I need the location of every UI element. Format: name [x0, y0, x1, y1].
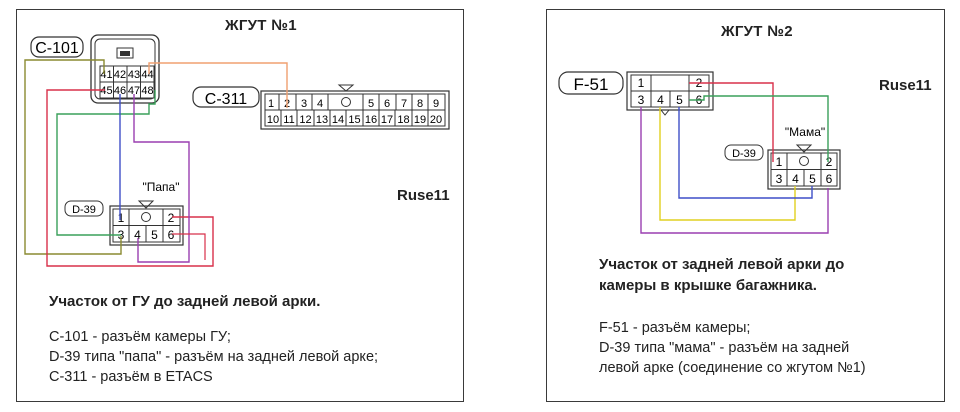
c101-pin-45: 45	[100, 85, 112, 97]
d39-mama-pin-1: 1	[776, 155, 783, 169]
harness-2-title: ЖГУТ №2	[721, 23, 793, 40]
harness-1-description: C-101 - разъём камеры ГУ; D-39 типа "пап…	[49, 327, 378, 387]
c311-pin-20: 20	[430, 114, 442, 126]
harness-1-desc-line: C-101 - разъём камеры ГУ;	[49, 329, 231, 345]
harness-1-desc-line: C-311 - разъём в ETACS	[49, 369, 213, 385]
c311-pin-5: 5	[368, 98, 374, 110]
d39-mama-pin-6: 6	[826, 172, 833, 186]
d39-papa-label-text: D-39	[72, 204, 96, 216]
c311-pin-13: 13	[316, 114, 328, 126]
d39-mama-pin-2: 2	[826, 155, 833, 169]
wire-blue	[678, 107, 813, 199]
wire-red	[689, 82, 774, 162]
f51-pin-5: 5	[676, 93, 683, 107]
c311-pin-7: 7	[401, 98, 407, 110]
c311-pin-9: 9	[433, 98, 439, 110]
d39-mama-label: D-39	[724, 144, 764, 161]
c311-pin-16: 16	[365, 114, 377, 126]
harness-1-panel: ЖГУТ №1 C-101 41 42 43 44 45 46 47 48	[16, 9, 464, 402]
f51-pin-1: 1	[638, 76, 645, 90]
d39-mama-pin-5: 5	[809, 172, 816, 186]
c101-pin-48: 48	[141, 85, 153, 97]
c311-pin-18: 18	[397, 114, 409, 126]
c311-pin-3: 3	[301, 98, 307, 110]
d39-papa-pin-3: 3	[118, 228, 125, 242]
c101-pin-41: 41	[100, 69, 112, 81]
c311-label: C-311	[192, 86, 260, 108]
wire-yellow	[659, 107, 796, 221]
wire-darkred	[172, 233, 206, 260]
c311-pin-1: 1	[268, 98, 274, 110]
d39-papa-pin-6: 6	[168, 228, 175, 242]
harness-2-diagram: F-51 1 2 3 4 5 6 D-39 "Мама"	[558, 71, 841, 234]
harness-2-panel: ЖГУТ №2 F-51 1 2 3 4 5 6 D-39 "Мама"	[546, 9, 945, 402]
wire-orange	[148, 62, 288, 108]
harness-1-heading: Участок от ГУ до задней левой арки.	[49, 293, 321, 310]
d39-papa-pin-1: 1	[118, 211, 125, 225]
c311-pin-10: 10	[267, 114, 279, 126]
d39-papa-connector: 1 2 3 4 5 6	[109, 200, 184, 246]
harness-2-description: F-51 - разъём камеры; D-39 типа "мама" -…	[599, 318, 866, 378]
c311-pin-15: 15	[348, 114, 360, 126]
harness-2-desc-line: F-51 - разъём камеры;	[599, 320, 751, 336]
c311-pin-8: 8	[417, 98, 423, 110]
c311-pin-17: 17	[381, 114, 393, 126]
harness-2-heading-line: Участок от задней левой арки до	[599, 256, 845, 273]
d39-mama-pin-3: 3	[776, 172, 783, 186]
wire-green	[689, 95, 829, 162]
f51-label: F-51	[558, 71, 624, 95]
c101-pin-46: 46	[114, 85, 126, 97]
wire-purple	[640, 107, 829, 234]
harness-1-watermark: Ruse11	[397, 187, 450, 204]
c101-label: C-101	[30, 36, 84, 58]
c101-label-text: C-101	[35, 40, 79, 57]
d39-papa-caption: "Папа"	[143, 180, 180, 194]
harness-2-watermark: Ruse11	[879, 77, 932, 94]
wire-green	[56, 90, 156, 236]
d39-papa-label: D-39	[64, 200, 104, 217]
c311-pin-12: 12	[299, 114, 311, 126]
d39-papa-pin-2: 2	[168, 211, 175, 225]
f51-pin-3: 3	[638, 93, 645, 107]
c101-pin-43: 43	[128, 69, 140, 81]
harness-2-desc-line: D-39 типа "мама" - разъём на задней	[599, 340, 850, 356]
c101-connector: 41 42 43 44 45 46 47 48	[90, 34, 160, 104]
wire-purple	[133, 94, 190, 263]
c311-pin-19: 19	[414, 114, 426, 126]
d39-mama-caption: "Мама"	[785, 125, 825, 139]
c101-pin-42: 42	[114, 69, 126, 81]
c311-pin-14: 14	[332, 114, 344, 126]
harness-1-desc-line: D-39 типа "папа" - разъём на задней лево…	[49, 349, 379, 365]
d39-mama-pin-4: 4	[792, 172, 799, 186]
harness-2-desc-line: левой арке (соединение со жгутом №1)	[599, 360, 866, 376]
f51-pin-4: 4	[657, 93, 664, 107]
c101-pin-44: 44	[141, 69, 153, 81]
c311-pin-11: 11	[283, 114, 294, 126]
c101-pin-47: 47	[128, 85, 140, 97]
harness-2-heading: Участок от задней левой арки до камеры в…	[599, 254, 844, 296]
c311-pin-6: 6	[384, 98, 390, 110]
harness-2-heading-line: камеры в крышке багажника.	[599, 277, 817, 294]
harness-1-diagram: C-101 41 42 43 44 45 46 47 48 C-311	[24, 34, 450, 267]
c311-label-text: C-311	[205, 91, 247, 108]
f51-label-text: F-51	[574, 75, 609, 94]
d39-mama-label-text: D-39	[732, 148, 756, 160]
d39-papa-pin-5: 5	[151, 228, 158, 242]
wire-red	[46, 89, 214, 267]
d39-mama-connector: 1 2 3 4 5 6	[767, 144, 841, 190]
wire-olive	[24, 59, 122, 255]
harness-1-title: ЖГУТ №1	[225, 17, 297, 34]
c311-connector: 1 2 3 4 5 6 7 8 9 10 11 12 13 14 15 16 1…	[260, 84, 450, 130]
f51-connector: 1 2 3 4 5 6	[626, 71, 714, 116]
c311-pin-4: 4	[317, 98, 323, 110]
d39-papa-pin-4: 4	[134, 228, 141, 242]
